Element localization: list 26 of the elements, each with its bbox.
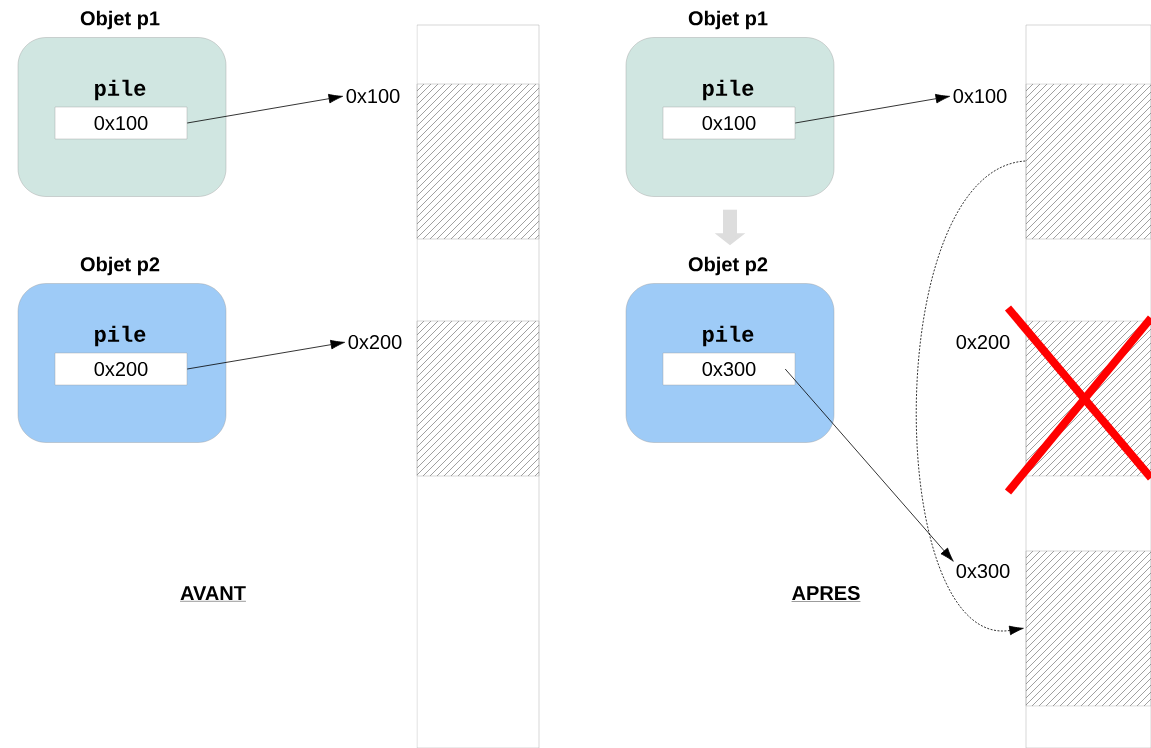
address-text: 0x100 — [346, 88, 400, 104]
arrow — [794, 93, 951, 124]
object-title: Objet p2 — [688, 256, 768, 276]
arrow — [784, 368, 954, 562]
field-name: pile — [703, 325, 754, 347]
value-field: 0x300 — [662, 352, 796, 386]
section-title: APRES — [791, 585, 861, 602]
arrow — [186, 93, 344, 124]
field-name: pile — [703, 79, 754, 101]
object-title: Objet p2 — [80, 256, 160, 276]
address-text: 0x300 — [956, 563, 1010, 579]
arrow — [186, 339, 345, 370]
address-text: 0x200 — [956, 334, 1010, 350]
section-title: AVANT — [179, 586, 247, 602]
value-field: 0x100 — [54, 106, 188, 140]
field-name: pile — [95, 325, 146, 347]
memory-block — [1025, 550, 1151, 707]
value-field: 0x200 — [54, 352, 188, 386]
arrow — [915, 160, 1026, 636]
address-text: 0x100 — [953, 88, 1007, 104]
object-title: Objet p1 — [80, 10, 160, 30]
field-name: pile — [95, 79, 146, 101]
object-title: Objet p1 — [688, 10, 768, 30]
address-text: 0x200 — [348, 334, 402, 350]
value-field: 0x100 — [662, 106, 796, 140]
memory-block — [1025, 83, 1151, 240]
